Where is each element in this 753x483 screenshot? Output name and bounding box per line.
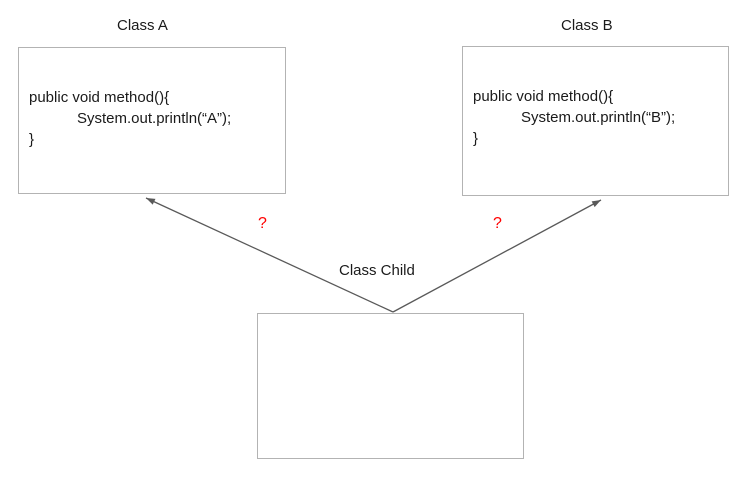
class-b-code: public void method(){ System.out.println…: [473, 86, 675, 149]
child-class-title: Class Child: [339, 262, 415, 279]
code-line: }: [473, 130, 479, 147]
code-line: System.out.println(“A”);: [77, 110, 232, 127]
class-b-title: Class B: [561, 17, 613, 34]
code-line: }: [29, 131, 35, 148]
question-mark-left: ?: [258, 215, 267, 232]
class-a-box: public void method(){ System.out.println…: [18, 47, 286, 194]
class-b-box: public void method(){ System.out.println…: [462, 46, 729, 196]
child-class-box: [257, 313, 524, 459]
code-line: public void method(){: [473, 88, 614, 105]
question-mark-right: ?: [493, 215, 502, 232]
arrow-child-to-class-a: [145, 197, 394, 313]
code-line: public void method(){: [29, 89, 170, 106]
code-line: System.out.println(“B”);: [521, 109, 676, 126]
class-a-title: Class A: [117, 17, 168, 34]
class-a-code: public void method(){ System.out.println…: [29, 87, 231, 150]
